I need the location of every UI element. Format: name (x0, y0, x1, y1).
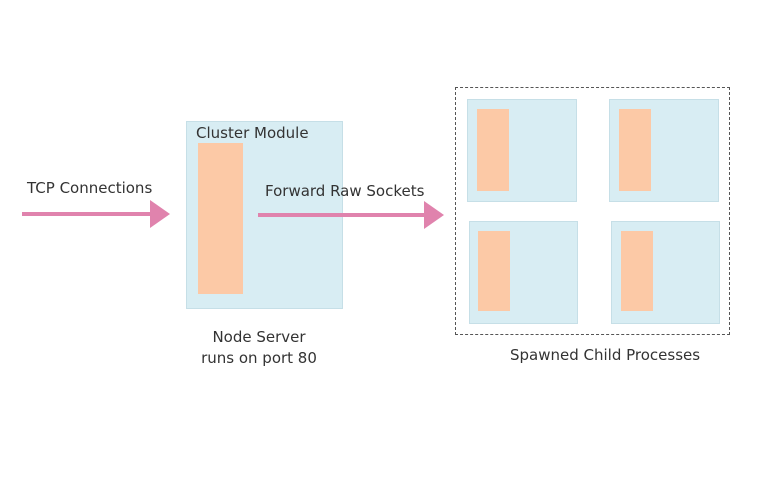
child-process-box (467, 99, 577, 202)
tcp-connections-label: TCP Connections (27, 179, 153, 197)
child-process-worker (619, 109, 651, 191)
child-process-worker (621, 231, 653, 311)
child-process-worker (478, 231, 510, 311)
child-process-box (609, 99, 719, 202)
forward-raw-sockets-label: Forward Raw Sockets (265, 182, 425, 200)
node-server-title: Node Server (212, 328, 306, 346)
child-process-worker (477, 109, 509, 191)
node-server-port: runs on port 80 (201, 349, 317, 367)
forward-arrow-head (424, 201, 444, 229)
child-process-box (469, 221, 578, 324)
node-server-caption: Node Server runs on port 80 (184, 327, 334, 369)
cluster-master-process (198, 143, 243, 294)
cluster-module-label: Cluster Module (196, 124, 309, 142)
tcp-arrow-head (150, 200, 170, 228)
child-process-box (611, 221, 720, 324)
spawned-child-processes-label: Spawned Child Processes (510, 346, 701, 364)
forward-arrow-shaft (258, 213, 428, 217)
child-processes-group (455, 87, 730, 335)
tcp-arrow-shaft (22, 212, 152, 216)
